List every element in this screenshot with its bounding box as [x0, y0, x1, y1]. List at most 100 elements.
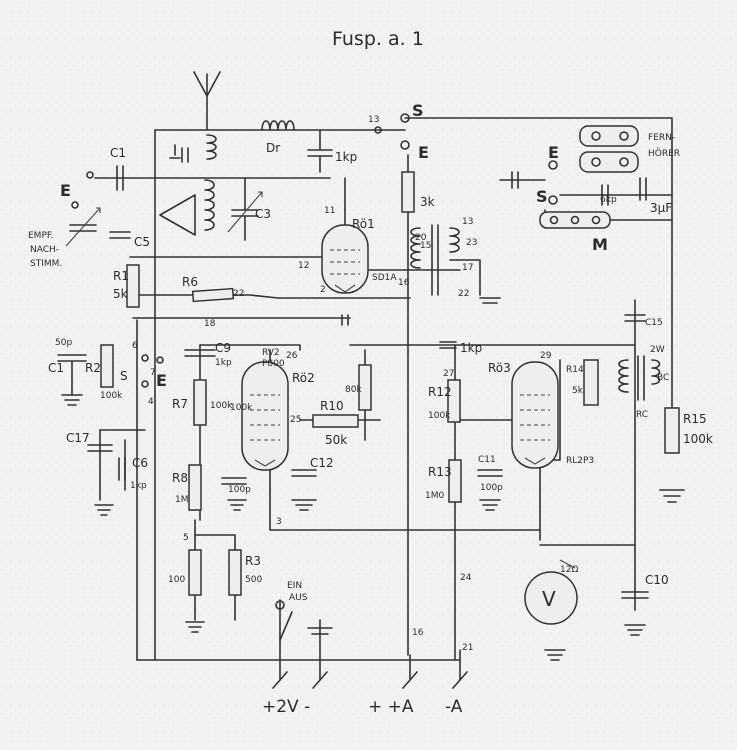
capacitor-c5	[109, 231, 131, 239]
label-r9-val: 80k	[345, 385, 362, 395]
label-c10: C10	[645, 573, 669, 587]
transformer	[410, 224, 481, 296]
node-13: 13	[368, 115, 379, 125]
tube-ro3	[511, 361, 559, 469]
tube-type-ro3: RL2P3	[566, 456, 594, 466]
ground-symbol	[94, 504, 114, 516]
resistor-r15	[664, 407, 680, 454]
terminal-13[interactable]	[374, 126, 382, 134]
resistor-r7	[193, 379, 207, 426]
microphone-jack[interactable]	[539, 211, 611, 229]
jack-strip-bottom[interactable]	[579, 151, 639, 173]
label-c11: C11	[478, 455, 496, 465]
label-r13-val: 1M0	[425, 491, 444, 501]
jack-strip-m[interactable]	[539, 211, 611, 229]
node-24: 24	[460, 573, 472, 583]
resistor-r5	[188, 549, 202, 596]
voltmeter	[524, 559, 578, 625]
ground-symbol	[185, 621, 205, 633]
label-aus: AUS	[289, 593, 308, 603]
tube-envelope	[241, 361, 289, 471]
label-e-mid: E	[156, 371, 167, 390]
ground-symbol	[291, 499, 317, 511]
label-battery-a: + +A	[368, 697, 414, 717]
terminal-s-top[interactable]	[400, 113, 410, 123]
terminal-e-top[interactable]	[400, 140, 410, 150]
tube-type-ro1: SD1A	[372, 273, 397, 283]
label-r12: R12	[428, 385, 452, 399]
tube-label-ro3: Rö3	[488, 361, 511, 375]
label-r8-val: 1M	[175, 495, 189, 505]
label-c1: C1	[48, 361, 64, 375]
ground-symbol	[479, 499, 501, 511]
tube-envelope	[511, 361, 559, 469]
label-r6: R6	[182, 275, 198, 289]
label-minus-a: -A	[445, 697, 463, 717]
reaction-coil	[159, 194, 196, 236]
coil-antenna	[206, 134, 217, 160]
label-c2w: 2W	[650, 345, 665, 355]
terminal-17[interactable]	[156, 356, 164, 364]
node-13b: 13	[462, 217, 473, 227]
node-5: 5	[183, 533, 189, 543]
terminal-empf[interactable]	[71, 201, 79, 209]
capacitor-c11	[477, 469, 503, 477]
terminal-plus-2v[interactable]	[272, 671, 288, 689]
label-r4-val: 3k	[420, 195, 435, 209]
switch-terminals[interactable]	[71, 113, 558, 388]
node-22: 22	[233, 289, 244, 299]
jack-strip-top[interactable]	[579, 125, 639, 147]
ground-symbol	[169, 144, 181, 159]
variable-capacitor-c3	[227, 177, 263, 241]
label-c6-val: 1kp	[130, 481, 147, 491]
tube-label-ro2: Rö2	[292, 371, 315, 385]
node-16: 16	[398, 278, 410, 288]
resistor-r13	[448, 459, 462, 503]
terminal-minus-2v[interactable]	[312, 671, 328, 689]
node-16b: 16	[412, 628, 424, 638]
label-r1: R1	[113, 269, 129, 283]
label-battery-2v: +2V -	[262, 697, 310, 717]
label-r3: R3	[245, 554, 261, 568]
node-17: 17	[462, 263, 473, 273]
terminal-s-mid[interactable]	[141, 354, 149, 362]
power-switch[interactable]	[275, 600, 293, 641]
earphone-jack[interactable]	[579, 125, 639, 173]
label-r7-val: 100k	[210, 401, 233, 411]
ground-symbol	[307, 627, 333, 635]
label-c17: C17	[66, 431, 90, 445]
variometer-label: RV2	[262, 348, 280, 358]
label-s-mid: S	[120, 369, 128, 383]
capacitors	[57, 129, 649, 599]
terminal-e-mid[interactable]	[141, 380, 149, 388]
capacitor-c-fone	[511, 171, 519, 189]
label-r12-ohm: 12Ω	[560, 565, 578, 575]
label-c100k: 100k	[230, 403, 253, 413]
terminal-e-left[interactable]	[86, 171, 94, 179]
label-r7: R7	[172, 397, 188, 411]
node-2: 2	[320, 285, 326, 295]
label-m: M	[592, 235, 608, 254]
label-r2-val: 100k	[100, 391, 123, 401]
resistor-r4	[401, 171, 415, 213]
label-s-top: S	[412, 101, 424, 120]
terminal-s-right[interactable]	[548, 195, 558, 205]
battery-terminals[interactable]	[272, 671, 468, 689]
terminal-e-right[interactable]	[548, 160, 558, 170]
component-labels: Dr C1 1kp C3 C5 C1 50p C17 C6 1kp C9 1kp…	[48, 141, 713, 587]
capacitor-c12	[291, 469, 317, 477]
label-ein: EIN	[287, 581, 302, 591]
resistor-r8	[188, 464, 202, 511]
label-c50: 50p	[55, 338, 72, 348]
node-26: 26	[286, 351, 298, 361]
capacitor-c17	[87, 444, 113, 452]
terminal-plus-a[interactable]	[402, 671, 418, 689]
resistor-r10	[312, 414, 359, 428]
label-c5: C5	[134, 235, 150, 249]
node-12: 12	[298, 261, 309, 271]
label-r2: R2	[85, 361, 101, 375]
capacitor-grid	[341, 314, 349, 326]
terminal-minus-a[interactable]	[452, 671, 468, 689]
resistor-r1	[126, 264, 140, 308]
label-e-top: E	[418, 143, 429, 162]
